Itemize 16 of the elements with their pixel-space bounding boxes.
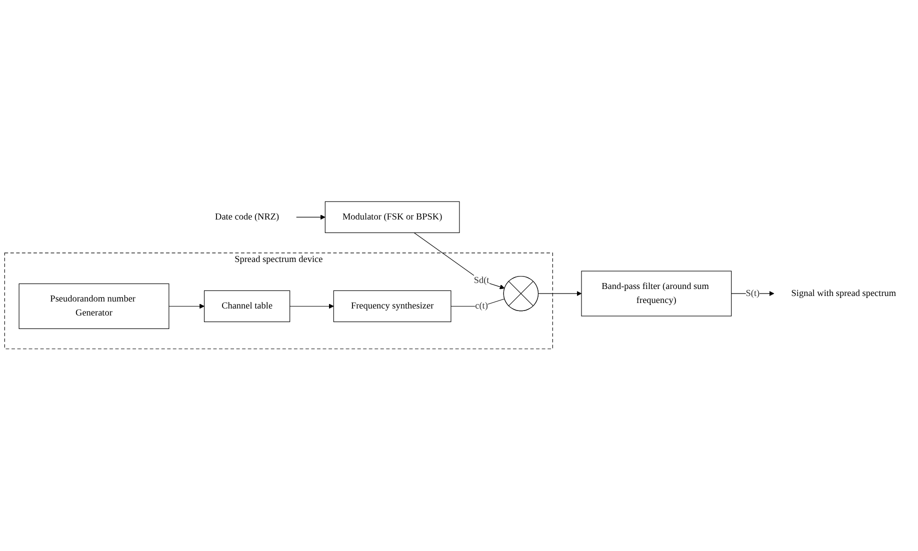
edge-label: c(t) bbox=[475, 301, 488, 312]
arrow bbox=[538, 291, 582, 296]
node-box: Band-pass filter (around sum frequency) bbox=[581, 271, 732, 317]
node-text: Signal with spread spectrum bbox=[791, 288, 896, 298]
node-box: Channel table bbox=[204, 290, 290, 322]
node-box: Frequency synthesizer bbox=[333, 290, 452, 322]
edge-label: Sd(t bbox=[474, 276, 490, 286]
arrow bbox=[414, 232, 505, 290]
node-text: Date code (NRZ) bbox=[215, 212, 280, 222]
arrow bbox=[290, 304, 334, 310]
edge-label: S(t) bbox=[746, 288, 760, 298]
arrow bbox=[296, 214, 326, 220]
connector bbox=[450, 298, 505, 307]
node-box: Modulator (FSK or BPSK) bbox=[324, 202, 460, 234]
arrow bbox=[168, 304, 204, 310]
node-box: Pseudorandom number Generator bbox=[18, 284, 170, 330]
